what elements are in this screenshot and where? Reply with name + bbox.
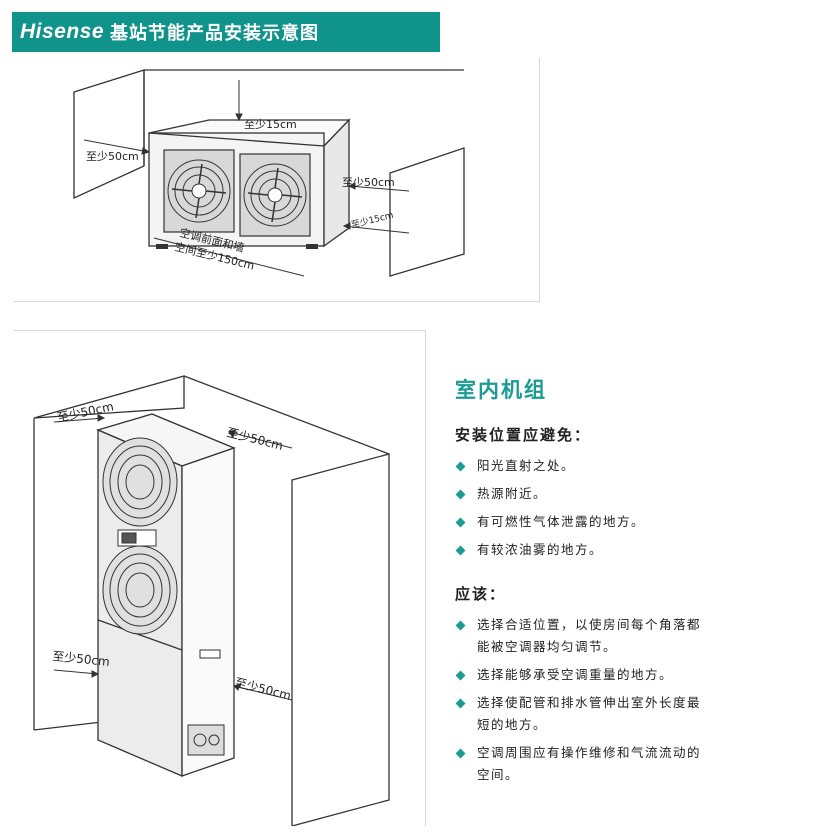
divider-line: [425, 330, 426, 826]
label-right-clearance: 至少50cm: [342, 176, 395, 189]
diamond-bullet-icon: [455, 489, 466, 500]
label-bottom-left-clearance: 至少50cm: [52, 649, 111, 669]
diamond-bullet-icon: [455, 545, 466, 556]
label-bottom-right-clearance: 至少50cm: [233, 675, 292, 703]
section-title: 室内机组: [455, 378, 547, 402]
diamond-bullet-icon: [455, 517, 466, 528]
label-side-clearance: 至少15cm: [350, 210, 395, 231]
list-item: 选择能够承受空调重量的地方。: [455, 664, 800, 686]
list-item: 阳光直射之处。: [455, 455, 800, 477]
divider-line: [14, 301, 540, 302]
divider-line: [539, 58, 540, 302]
brand-logo-text: Hisense: [20, 20, 105, 43]
outdoor-unit-illustration: 至少15cm 至少50cm 至少50cm 至少15cm 空调前面和墙 空间至少1…: [73, 69, 465, 277]
page-title: 基站节能产品安装示意图: [110, 23, 320, 44]
diamond-bullet-icon: [455, 620, 466, 631]
indoor-unit-guidelines: 室内机组 安装位置应避免： 阳光直射之处。 热源附近。 有可燃性气体泄露的地方。…: [455, 374, 800, 792]
divider-line: [14, 330, 426, 331]
list-item: 热源附近。: [455, 483, 800, 505]
should-section: 应该： 选择合适位置，以使房间每个角落都能被空调器均匀调节。 选择能够承受空调重…: [455, 583, 800, 786]
list-item: 选择合适位置，以使房间每个角落都能被空调器均匀调节。: [455, 614, 800, 658]
avoid-list: 阳光直射之处。 热源附近。 有可燃性气体泄露的地方。 有较浓油雾的地方。: [455, 455, 800, 561]
diamond-bullet-icon: [455, 461, 466, 472]
list-item: 选择使配管和排水管伸出室外长度最短的地方。: [455, 692, 800, 736]
list-item: 有可燃性气体泄露的地方。: [455, 511, 800, 533]
list-item: 空调周围应有操作维修和气流流动的空间。: [455, 742, 800, 786]
list-item: 有较浓油雾的地方。: [455, 539, 800, 561]
outdoor-unit-diagram: 至少15cm 至少50cm 至少50cm 至少15cm 空调前面和墙 空间至少1…: [14, 58, 540, 302]
diamond-bullet-icon: [455, 670, 466, 681]
indoor-unit-illustration: 至少50cm 至少50cm 至少50cm 至少50cm: [33, 375, 390, 827]
diamond-bullet-icon: [455, 748, 466, 759]
should-heading: 应该：: [455, 585, 507, 603]
header-banner: Hisense 基站节能产品安装示意图: [12, 12, 440, 52]
label-left-clearance: 至少50cm: [86, 150, 139, 163]
label-top-clearance: 至少15cm: [244, 118, 297, 131]
avoid-heading: 安装位置应避免：: [455, 426, 592, 444]
indoor-unit-diagram: 至少50cm 至少50cm 至少50cm 至少50cm: [14, 330, 426, 827]
diamond-bullet-icon: [455, 698, 466, 709]
should-list: 选择合适位置，以使房间每个角落都能被空调器均匀调节。 选择能够承受空调重量的地方…: [455, 614, 800, 786]
